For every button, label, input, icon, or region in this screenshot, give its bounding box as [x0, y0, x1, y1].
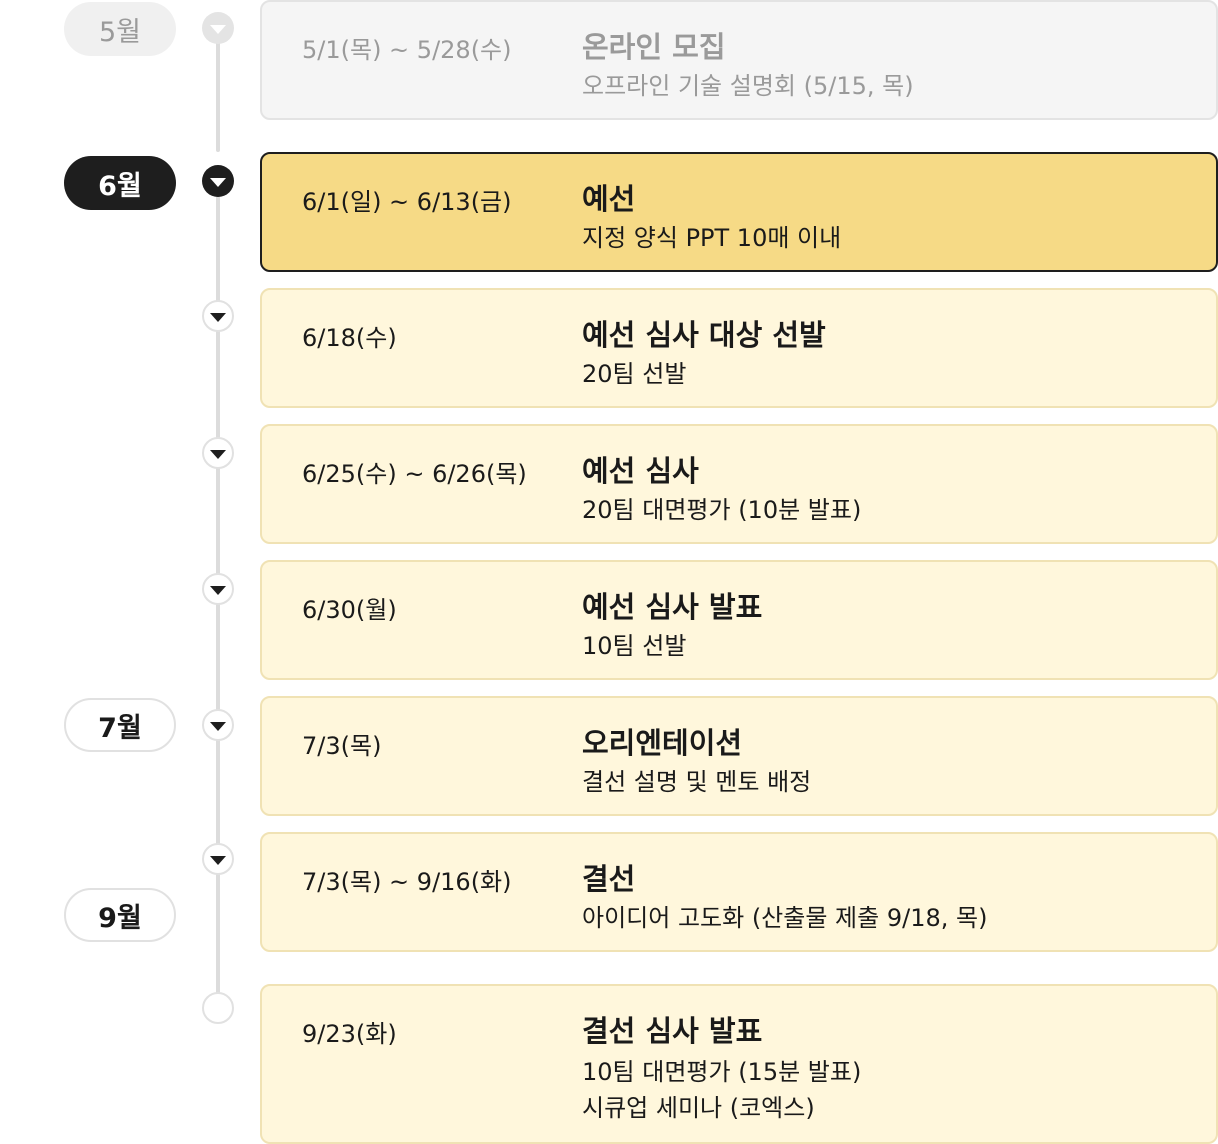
event-date: 6/25(수) ~ 6/26(목) [302, 460, 527, 488]
month-label-june: 6월 [64, 156, 176, 210]
event-date: 7/3(목) [302, 732, 382, 760]
event-title: 예선 심사 대상 선발 [582, 318, 826, 352]
event-card-preliminary: 6/1(일) ~ 6/13(금) 예선 지정 양식 PPT 10매 이내 [260, 152, 1218, 272]
event-title: 오리엔테이션 [582, 726, 743, 760]
caret-down-icon [202, 165, 234, 197]
event-card-online-recruit: 5/1(목) ~ 5/28(수) 온라인 모집 오프라인 기술 설명회 (5/1… [260, 0, 1218, 120]
caret-down-icon [202, 300, 234, 332]
caret-down-icon [202, 437, 234, 469]
event-date: 6/1(일) ~ 6/13(금) [302, 188, 512, 216]
month-label-may: 5월 [64, 2, 176, 56]
event-title: 예선 심사 [582, 454, 699, 488]
event-desc: 오프라인 기술 설명회 (5/15, 목) [582, 72, 914, 100]
event-card-final: 7/3(목) ~ 9/16(화) 결선 아이디어 고도화 (산출물 제출 9/1… [260, 832, 1218, 952]
month-label-july: 7월 [64, 698, 176, 752]
event-desc: 10팀 선발 [582, 632, 687, 660]
event-desc: 20팀 선발 [582, 360, 687, 388]
event-date: 5/1(목) ~ 5/28(수) [302, 36, 512, 64]
event-title: 예선 [582, 182, 636, 216]
event-desc: 지정 양식 PPT 10매 이내 [582, 224, 842, 252]
caret-down-icon [202, 709, 234, 741]
event-desc: 10팀 대면평가 (15분 발표) 시큐업 세미나 (코엑스) [582, 1058, 862, 1122]
event-title: 예선 심사 발표 [582, 590, 763, 624]
event-title: 온라인 모집 [582, 30, 726, 64]
caret-down-icon [202, 843, 234, 875]
event-desc: 아이디어 고도화 (산출물 제출 9/18, 목) [582, 904, 988, 932]
event-title: 결선 [582, 862, 636, 896]
event-date: 6/30(월) [302, 596, 397, 624]
event-title: 결선 심사 발표 [582, 1014, 763, 1048]
month-label-september: 9월 [64, 888, 176, 942]
event-card-preliminary-review: 6/25(수) ~ 6/26(목) 예선 심사 20팀 대면평가 (10분 발표… [260, 424, 1218, 544]
event-date: 7/3(목) ~ 9/16(화) [302, 868, 512, 896]
event-card-orientation: 7/3(목) 오리엔테이션 결선 설명 및 멘토 배정 [260, 696, 1218, 816]
event-date: 6/18(수) [302, 324, 397, 352]
event-card-preliminary-result: 6/30(월) 예선 심사 발표 10팀 선발 [260, 560, 1218, 680]
circle-icon [202, 992, 234, 1024]
event-card-preliminary-selection: 6/18(수) 예선 심사 대상 선발 20팀 선발 [260, 288, 1218, 408]
timeline-line-past [216, 28, 220, 152]
event-card-final-result: 9/23(화) 결선 심사 발표 10팀 대면평가 (15분 발표) 시큐업 세… [260, 984, 1218, 1144]
event-desc: 결선 설명 및 멘토 배정 [582, 768, 812, 796]
caret-down-icon [202, 12, 234, 44]
event-date: 9/23(화) [302, 1020, 397, 1048]
caret-down-icon [202, 573, 234, 605]
event-desc: 20팀 대면평가 (10분 발표) [582, 496, 862, 524]
